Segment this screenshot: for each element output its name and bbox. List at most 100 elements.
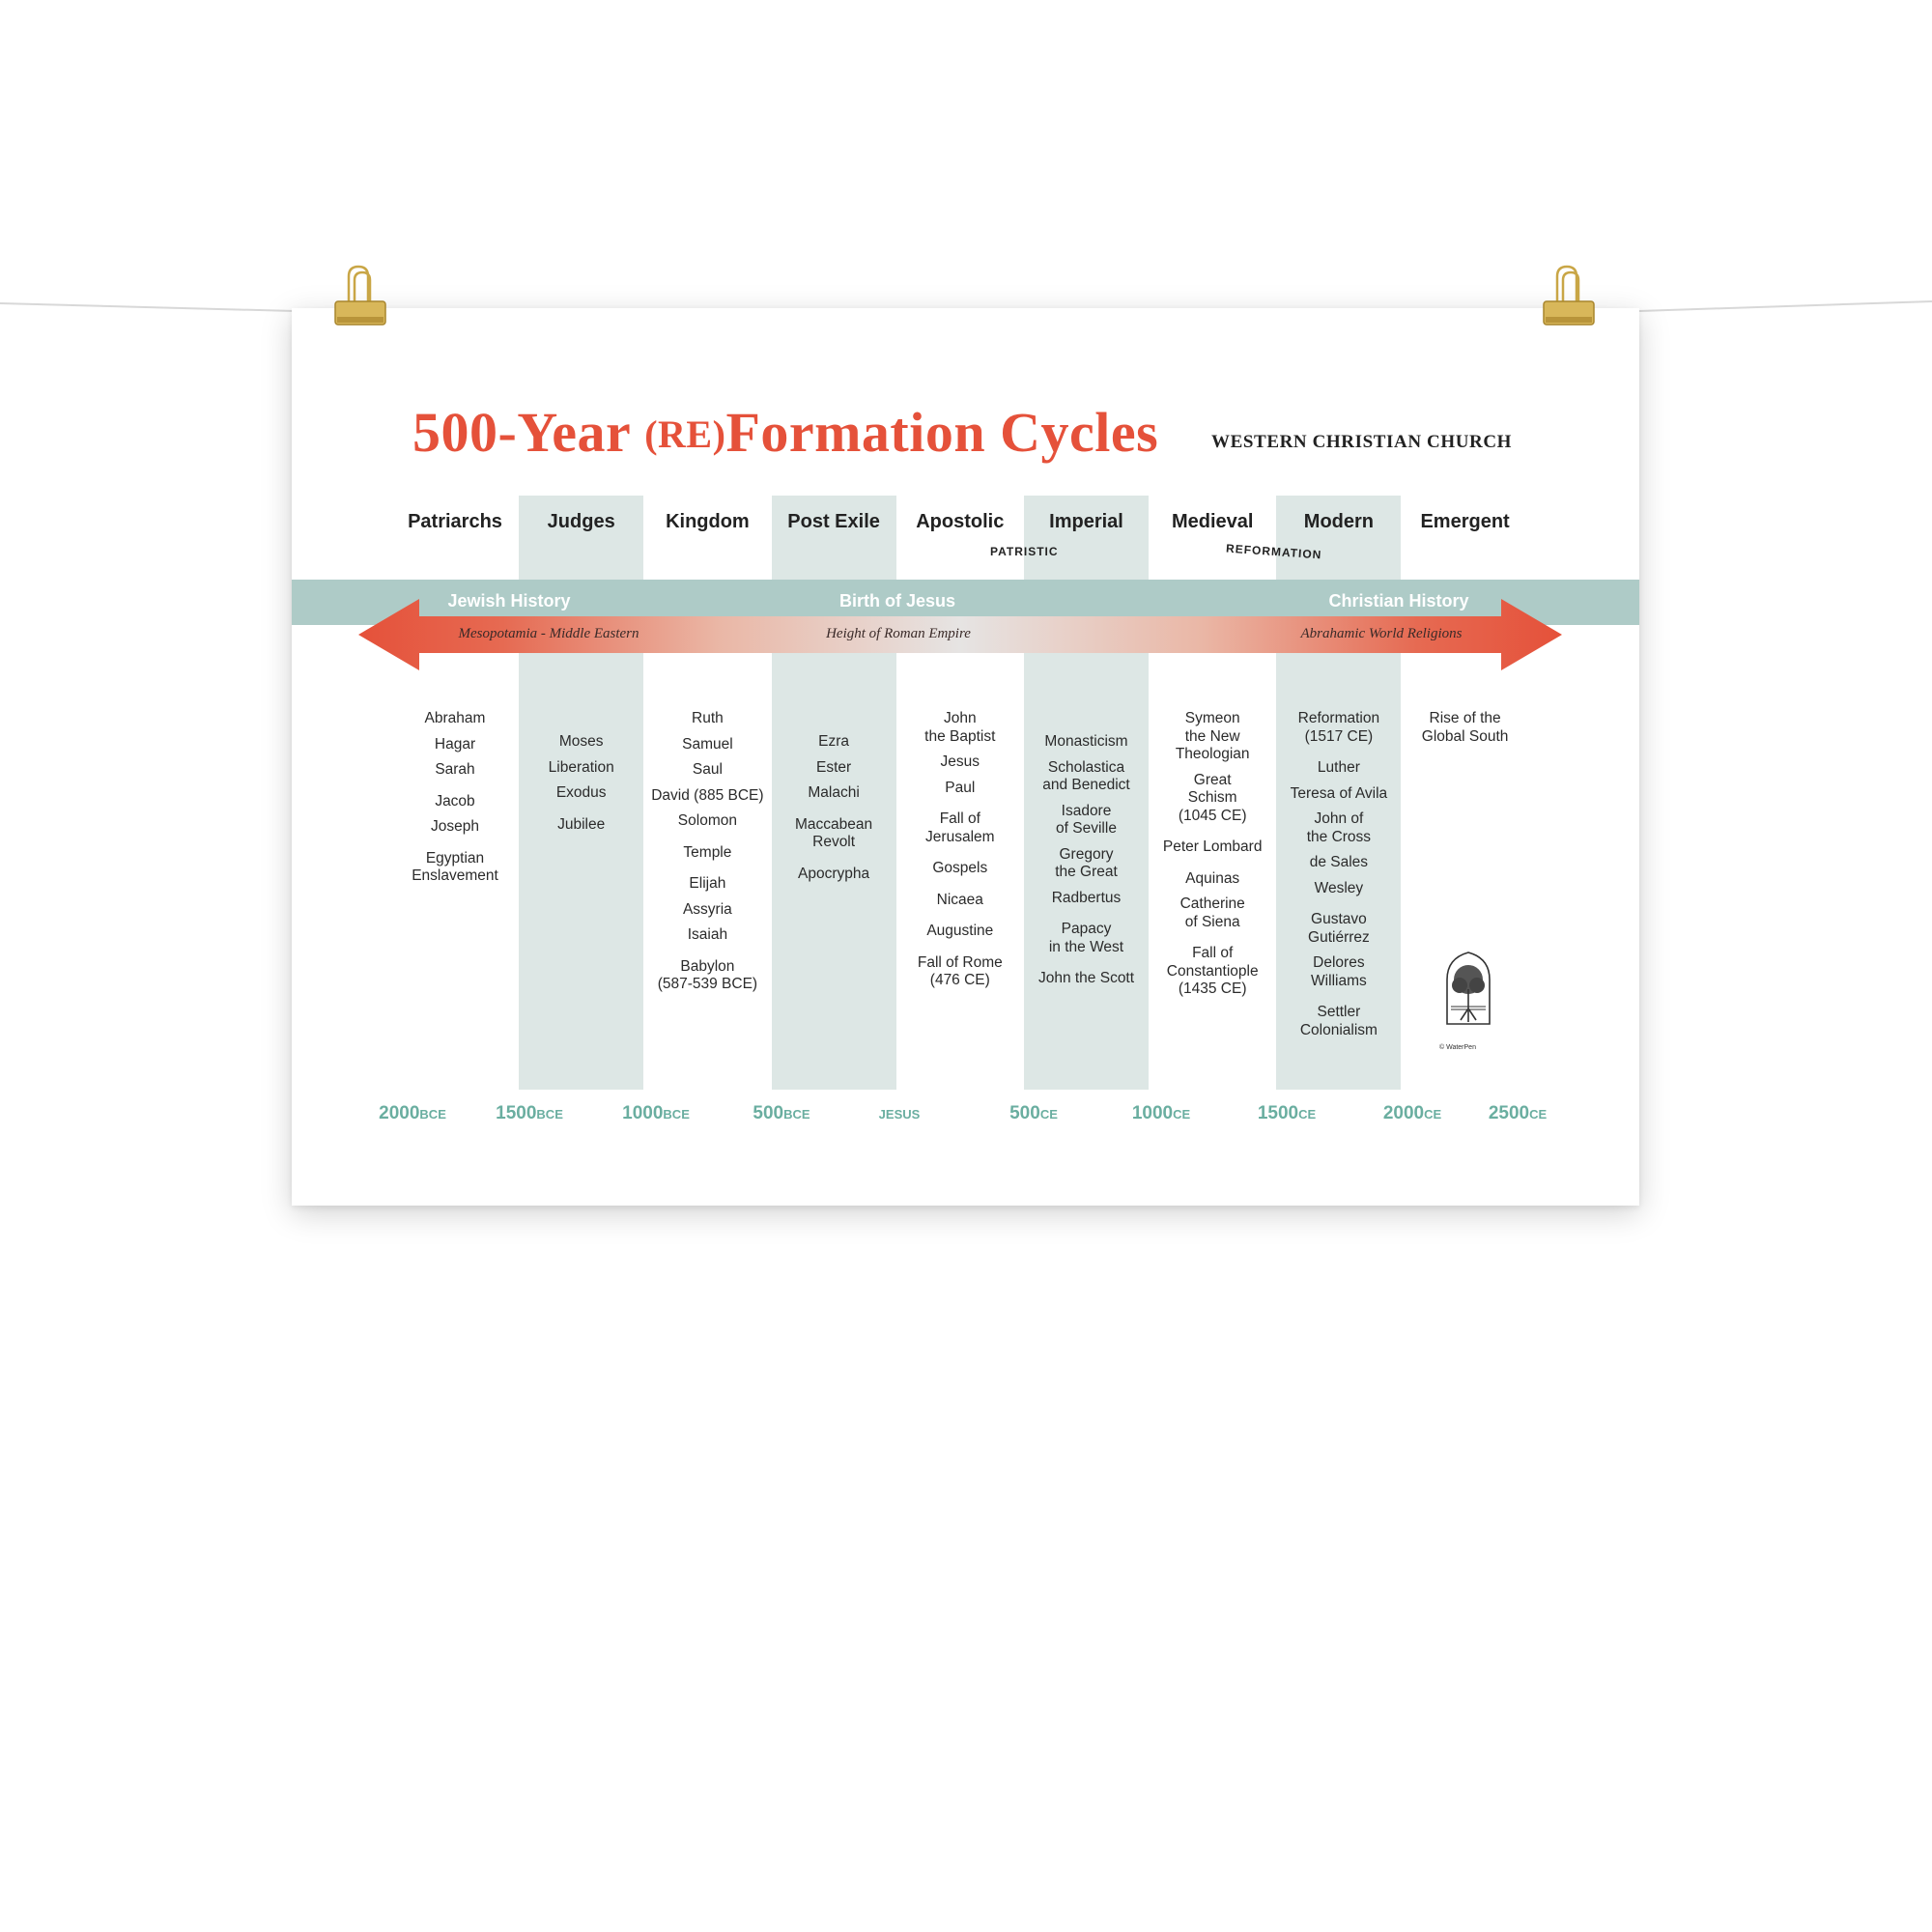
timeline-entry: Scholastica and Benedict bbox=[1042, 758, 1130, 794]
column-heading-patriarchs: Patriarchs bbox=[408, 511, 502, 532]
item-group: Peter Lombard bbox=[1151, 838, 1275, 857]
axis-era: CE bbox=[1173, 1107, 1191, 1122]
timeline-entry: Catherine of Siena bbox=[1179, 895, 1245, 930]
axis-tick-label: 2000CE bbox=[1383, 1103, 1441, 1124]
timeline-entry: Wesley bbox=[1314, 879, 1364, 896]
timeline-entry: Babylon (587-539 BCE) bbox=[657, 957, 758, 993]
timeline-entry: Assyria bbox=[682, 900, 732, 918]
timeline-entry: Gustavo Gutiérrez bbox=[1308, 911, 1370, 946]
axis-tick-label: 2500CE bbox=[1489, 1103, 1547, 1124]
axis-year: 2000 bbox=[379, 1103, 420, 1123]
timeline-entry: Egyptian Enslavement bbox=[412, 849, 498, 885]
timeline-entry: Great Schism (1045 CE) bbox=[1178, 771, 1247, 824]
axis-year: 1500 bbox=[1257, 1103, 1299, 1123]
binder-clip-left-icon bbox=[334, 265, 386, 326]
column-heading-medieval: Medieval bbox=[1171, 511, 1254, 532]
timeline-entry: Moses bbox=[558, 733, 604, 750]
timeline-entry: Peter Lombard bbox=[1162, 838, 1263, 855]
axis-year: 1500 bbox=[496, 1103, 537, 1123]
axis-tick-label: 2000BCE bbox=[379, 1103, 446, 1124]
column-heading-imperial: Imperial bbox=[1049, 511, 1123, 532]
timeline-entry: Sarah bbox=[435, 761, 475, 778]
axis-year: 500 bbox=[1009, 1103, 1040, 1123]
column-items-emergent: Rise of the Global South bbox=[1403, 710, 1527, 759]
item-group: Gospels bbox=[897, 860, 1022, 878]
timeline-entry: Samuel bbox=[682, 735, 733, 753]
timeline-entry: Fall of Jerusalem bbox=[925, 810, 995, 845]
axis-tick-label: 500BCE bbox=[753, 1103, 810, 1124]
axis-tick-label: JESUS bbox=[879, 1103, 921, 1124]
timeline-entry: Ester bbox=[816, 758, 852, 776]
timeline-entry: John of the Cross bbox=[1306, 810, 1372, 845]
timeline-entry: Rise of the Global South bbox=[1421, 710, 1509, 745]
logo-caption: © WaterPen bbox=[1439, 1044, 1476, 1051]
axis-tick-label: 1500BCE bbox=[496, 1103, 563, 1124]
timeline-entry: Luther bbox=[1317, 759, 1360, 776]
item-group: Nicaea bbox=[897, 892, 1022, 910]
band-label-jewish-history: Jewish History bbox=[447, 591, 571, 611]
hanging-string bbox=[0, 300, 1932, 312]
timeline-double-arrow bbox=[358, 599, 1562, 670]
timeline-entry: Isadore of Seville bbox=[1056, 802, 1117, 838]
timeline-entry: Temple bbox=[683, 843, 732, 861]
timeline-entry: Isaiah bbox=[687, 926, 728, 943]
timeline-entry: John the Scott bbox=[1037, 970, 1135, 986]
axis-era: CE bbox=[1529, 1107, 1548, 1122]
item-group: Fall of Rome (476 CE) bbox=[897, 954, 1022, 990]
timeline-entry: Jubilee bbox=[557, 815, 606, 833]
arrow-label-center: Height of Roman Empire bbox=[826, 626, 971, 641]
column-heading-modern: Modern bbox=[1303, 511, 1374, 532]
timeline-entry: Settler Colonialism bbox=[1299, 1004, 1378, 1038]
timeline-entry: Ezra bbox=[818, 733, 850, 750]
item-group: Papacy in the West bbox=[1024, 921, 1149, 956]
timeline-entry: Abraham bbox=[424, 710, 486, 726]
column-heading-apostolic: Apostolic bbox=[916, 511, 1005, 532]
item-group: John the Scott bbox=[1024, 970, 1149, 988]
timeline-entry: Gospels bbox=[932, 860, 988, 876]
timeline-entry: Monasticism bbox=[1044, 733, 1128, 750]
axis-era: CE bbox=[1298, 1107, 1317, 1122]
timeline-entry: Radbertus bbox=[1051, 889, 1122, 906]
timeline-entry: Hagar bbox=[434, 735, 476, 753]
item-group: Fall of Constantiople (1435 CE) bbox=[1151, 945, 1275, 999]
band-label-christian-history: Christian History bbox=[1328, 591, 1469, 611]
item-group: Jubilee bbox=[519, 816, 643, 835]
timeline-entry: Elijah bbox=[689, 875, 726, 892]
axis-era: BCE bbox=[783, 1107, 810, 1122]
binder-clip-right-icon bbox=[1543, 265, 1595, 326]
item-group: Apocrypha bbox=[772, 866, 896, 884]
timeline-entry: Fall of Rome (476 CE) bbox=[917, 953, 1003, 989]
timeline-entry: Jacob bbox=[435, 792, 475, 810]
timeline-entry: Ruth bbox=[692, 710, 724, 726]
axis-era: BCE bbox=[536, 1107, 563, 1122]
axis-year: 500 bbox=[753, 1103, 784, 1123]
axis-tick-label: 1000CE bbox=[1132, 1103, 1190, 1124]
axis-tick-label: 500CE bbox=[1009, 1103, 1058, 1124]
item-group: Settler Colonialism bbox=[1276, 1004, 1401, 1039]
column-heading-judges: Judges bbox=[547, 511, 615, 532]
band-label-birth-of-jesus: Birth of Jesus bbox=[838, 591, 956, 611]
arrow-label-left: Mesopotamia - Middle Eastern bbox=[458, 626, 639, 641]
timeline-entry: Exodus bbox=[555, 784, 607, 801]
item-group: Babylon (587-539 BCE) bbox=[645, 958, 770, 994]
timeline-entry: Gregory the Great bbox=[1055, 845, 1118, 881]
timeline-entry: Jesus bbox=[940, 753, 980, 770]
item-group: Reformation (1517 CE) bbox=[1276, 710, 1401, 746]
timeline-entry: Papacy in the West bbox=[1048, 921, 1124, 955]
item-group: Maccabean Revolt bbox=[772, 816, 896, 852]
item-group: Fall of Jerusalem bbox=[897, 810, 1022, 846]
timeline-entry: de Sales bbox=[1309, 854, 1369, 870]
